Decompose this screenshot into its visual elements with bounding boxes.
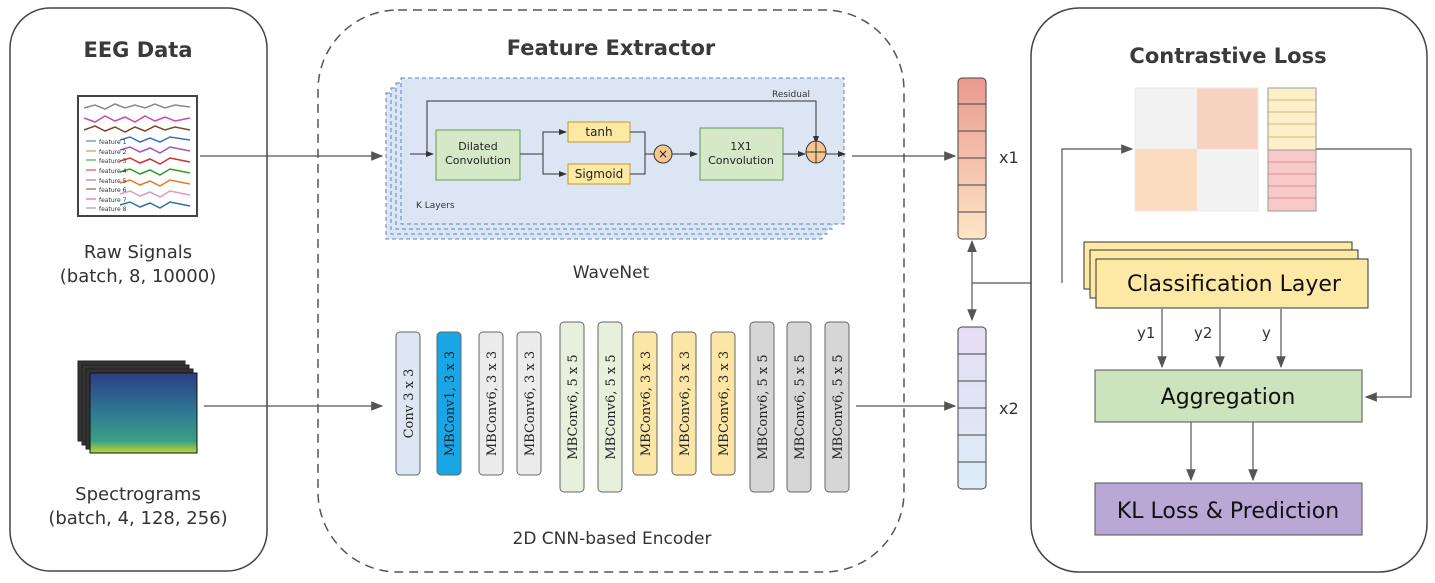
residual-label: Residual: [772, 90, 810, 100]
cnn-layer-box: [597, 321, 623, 493]
x2-embedding: [957, 326, 987, 490]
cnn-layer-box: [749, 321, 775, 493]
dilated-label-2: Convolution: [445, 154, 511, 167]
multiply-symbol: ×: [658, 147, 668, 161]
label-column: [1267, 87, 1317, 212]
cnn-layer-label: MBConv6, 5 x 5: [566, 354, 581, 459]
cnn-layer-label: MBConv6, 5 x 5: [793, 354, 808, 459]
conv1x1-label-1: 1X1: [730, 140, 752, 153]
x1-embedding: [957, 77, 987, 240]
y2-label: y2: [1194, 324, 1212, 342]
legend-feature-4: feature 4: [99, 168, 127, 175]
dilated-label-1: Dilated: [458, 140, 497, 153]
legend-feature-2: feature 2: [99, 149, 127, 156]
cnn-layer-box: [671, 331, 697, 476]
sigmoid-label: Sigmoid: [575, 167, 624, 181]
spectrograms-shape: (batch, 4, 128, 256): [48, 508, 227, 529]
cnn-layer-box: [516, 331, 542, 476]
embedding-to-matrix-arrow: [1061, 144, 1134, 283]
cnn-layer-label: MBConv6, 3 x 3: [523, 351, 538, 456]
feature-extractor-title: Feature Extractor: [507, 36, 716, 60]
contrastive-panel: Contrastive Loss: [1030, 7, 1428, 573]
labels-to-aggregation-arrow: [1316, 148, 1412, 402]
legend-feature-6: feature 6: [99, 187, 127, 194]
eeg-panel-title: EEG Data: [83, 38, 192, 62]
dilated-convolution-box: [435, 129, 521, 181]
cnn-layer-label: MBConv6, 5 x 5: [604, 354, 619, 459]
feature-extractor-panel: Feature Extractor Residual Dilated Convo…: [317, 9, 905, 573]
tanh-label: tanh: [585, 125, 612, 139]
y-label: y: [1262, 324, 1271, 342]
aggregation-box: [1094, 369, 1363, 423]
conv1x1-box: [699, 127, 784, 181]
cnn-layer-box: [395, 331, 421, 476]
cnn-layer-label: MBConv6, 3 x 3: [485, 351, 500, 456]
cnn-layer-label: MBConv6, 3 x 3: [639, 351, 654, 456]
cnn-layer-label: Conv 3 x 3: [402, 369, 417, 439]
wavenet-block: Residual Dilated Convolution tanh Sigmoi…: [385, 77, 846, 240]
cnn-layer-box: [632, 331, 658, 476]
raw-signals-shape: (batch, 8, 10000): [60, 266, 216, 287]
legend-feature-3: feature 3: [99, 158, 127, 165]
raw-signals-plot: feature 1 feature 2 feature 3 feature 4 …: [77, 95, 198, 217]
x1-label: x1: [999, 148, 1019, 167]
k-layers-label: K Layers: [416, 201, 455, 211]
wavenet-caption: WaveNet: [573, 263, 650, 283]
legend-feature-1: feature 1: [99, 139, 127, 146]
cnn-layer-box: [824, 321, 850, 493]
cnn-encoder-layers: Conv 3 x 3 MBConv1, 3 x 3 MBConv6, 3 x 3 MB…: [395, 321, 850, 493]
classification-layer: Classification Layer: [1083, 241, 1369, 309]
cnn-layer-label: MBConv6, 3 x 3: [678, 351, 693, 456]
cnn-layer-label: MBConv6, 3 x 3: [717, 351, 732, 456]
kl-loss-label: KL Loss & Prediction: [1117, 499, 1339, 524]
cnn-layer-box: [478, 331, 504, 476]
cnn-layer-box: [559, 321, 585, 493]
eeg-data-panel: EEG Data feature 1 feature 2 feature 3 f…: [9, 7, 268, 572]
legend-feature-7: feature 7: [99, 197, 127, 204]
x2-label: x2: [999, 399, 1019, 418]
aggregation-label: Aggregation: [1161, 385, 1296, 410]
feature-legend: feature 1 feature 2 feature 3 feature 4 …: [86, 139, 127, 213]
contrastive-title: Contrastive Loss: [1129, 44, 1326, 68]
legend-feature-8: feature 8: [99, 206, 127, 213]
kl-loss-box: [1094, 482, 1363, 536]
similarity-matrix: [1134, 87, 1259, 212]
spectrograms-stack: [77, 360, 198, 454]
conv1x1-label-2: Convolution: [708, 154, 774, 167]
spectrograms-label: Spectrograms: [75, 484, 201, 505]
cnn-layer-box: [436, 331, 462, 476]
cnn-layer-label: MBConv1, 3 x 3: [443, 351, 458, 456]
raw-signals-label: Raw Signals: [84, 242, 192, 263]
cnn-encoder-caption: 2D CNN-based Encoder: [513, 529, 712, 549]
classification-label: Classification Layer: [1127, 272, 1342, 297]
cnn-layer-box: [786, 321, 812, 493]
y1-label: y1: [1137, 324, 1155, 342]
cnn-layer-box: [710, 331, 736, 476]
cnn-layer-label: MBConv6, 5 x 5: [831, 354, 846, 459]
cnn-layer-label: MBConv6, 5 x 5: [756, 354, 771, 459]
legend-feature-5: feature 5: [99, 178, 127, 185]
